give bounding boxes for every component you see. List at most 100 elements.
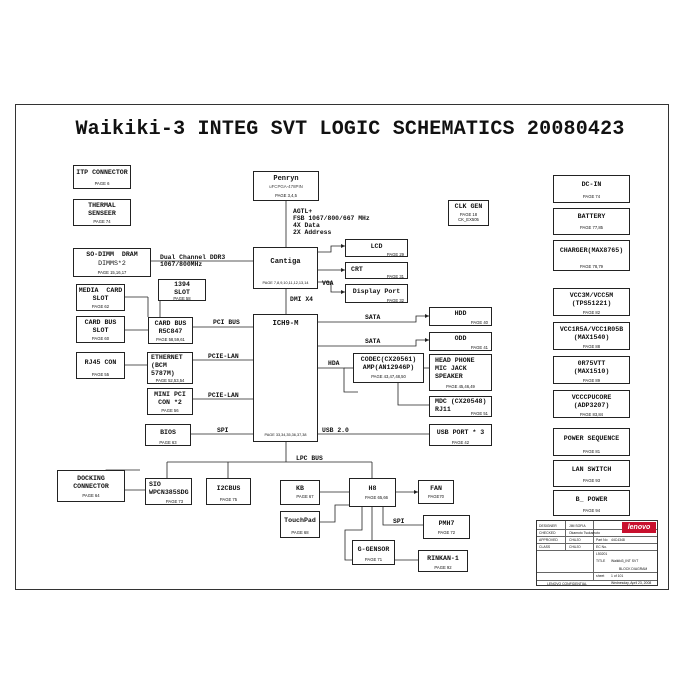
ethernet-page: PAGE 52,53,54 (155, 378, 185, 383)
rinkan-block: RINKAN-1 PAGE 92 (418, 550, 468, 572)
penryn-label: Penryn (273, 175, 299, 183)
tb-approved-value: CHUJO (569, 538, 581, 542)
cardbus-controller-block: CARD BUS R5C847 PAGE 58,59,61 (148, 317, 193, 344)
tb-partno-value: 44C4348 (611, 538, 625, 542)
cardbus-label: CARD BUS R5C847 (154, 320, 187, 335)
wire-mdc (397, 383, 429, 406)
crt-label: CRT (351, 266, 363, 273)
fan-label: FAN (430, 485, 442, 492)
pmh7-block: PMH7 PAGE 72 (423, 515, 470, 539)
dcin-label: DC-IN (581, 181, 602, 188)
pmh7-page: PAGE 72 (437, 530, 456, 535)
usb-page: PAGE 42 (451, 440, 470, 445)
vtt-block: 0R75VTT (MAX1510) PAGE 89 (553, 356, 630, 384)
battery-page: PAGE 77,85 (580, 225, 603, 230)
tb-title-value: Waikiki3_INT SVT (611, 559, 639, 563)
docking-page: PAGE 64 (82, 493, 100, 498)
odd-block: ODD PAGE 41 (429, 332, 492, 351)
sodimm-sub: DIMMS*2 (98, 260, 126, 267)
vtt-label: 0R75VTT (MAX1510) (573, 360, 610, 375)
headphone-label: HEAD PHONE MIC JACK SPEAKER (435, 357, 475, 380)
tb-checked-value: Okamoto Tsukamoto (569, 531, 601, 535)
vcccpu-label: VCCCPUCORE (ADP3207) (571, 394, 612, 409)
vcc1r5-block: VCC1R5A/VCC1R05B (MAX1540) PAGE 88 (553, 322, 630, 350)
clk-label: CLK GEN (454, 203, 483, 210)
vcc3m-page: PAGE 82 (582, 310, 601, 315)
ethernet-label: ETHERNET (BCM 5787M) (151, 354, 183, 377)
touchpad-label: TouchPad (284, 517, 316, 524)
i2cbus-label: I2CBUS (216, 485, 241, 492)
wire-odd (318, 339, 429, 347)
kb-page: PAGE 67 (296, 494, 314, 499)
hdd-label: HDD (454, 310, 467, 317)
page-title: Waikiki-3 INTEG SVT LOGIC SCHEMATICS 200… (75, 118, 625, 141)
pci-bus-label: PCI BUS (213, 319, 240, 326)
lcd-block: LCD PAGE 29 (345, 239, 408, 257)
penryn-sub: uFCPGA-478PIN (269, 184, 303, 189)
wire-dp (318, 281, 345, 293)
tb-sheet-value: 1 of 101 (611, 574, 624, 578)
kb-block: KB PAGE 67 (280, 480, 320, 505)
sata-hdd-label: SATA (365, 314, 381, 321)
tb-checked: CHECKED (539, 531, 556, 535)
headphone-page: PAGE 45,46,49 (446, 384, 475, 389)
sio-block: SIO WPCN385SDG PAGE 73 (145, 478, 192, 505)
lcd-page: PAGE 29 (386, 252, 404, 257)
lan-switch-block: LAN SWITCH PAGE 93 (553, 460, 630, 487)
minipci-page: PAGE 56 (161, 408, 179, 413)
sio-label: SIO WPCN385SDG (149, 481, 189, 496)
wire-tp (320, 504, 349, 523)
rj45-page: PAGE 55 (91, 372, 110, 377)
sata-odd-label: SATA (365, 338, 381, 345)
itp-connector-block: ITP CONNECTOR PAGE 6 (73, 165, 131, 189)
b-power-block: B_ POWER PAGE 94 (553, 490, 630, 516)
ich9m-block: ICH9-M PAGE 33,34,35,36,37,38 (253, 314, 318, 442)
ddr-label: Dual Channel DDR3 1067/800MHz (160, 254, 226, 268)
sodimm-page: PAGE 15,16,17 (97, 270, 127, 275)
drawing-frame (15, 104, 669, 590)
touchpad-block: TouchPad PAGE 68 (280, 511, 320, 538)
rj45-block: RJ45 CON PAGE 55 (76, 352, 125, 379)
codec-block: CODEC(CX20561) AMP(AN12946P) PAGE 43,47,… (353, 353, 424, 383)
mdc-label: MDC (CX20548) RJ11 (435, 398, 487, 413)
media-label: MEDIA CARD SLOT (78, 287, 123, 302)
spi-bios-label: SPI (217, 427, 229, 434)
fsb-label: AGTL+ FSB 1067/800/667 MHz 4X Data 2X Ad… (293, 208, 370, 236)
wire-hda (318, 367, 358, 393)
fan-page: PAGE70 (428, 494, 444, 499)
power-sequence-block: POWER SEQUENCE PAGE 81 (553, 428, 630, 456)
bios-page: PAGE 63 (159, 440, 177, 445)
mini-pci-block: MINI PCI CON *2 PAGE 56 (147, 388, 193, 415)
tb-partno: Part No (596, 538, 608, 542)
arrow-odd (425, 338, 429, 342)
tb-approved: APPROVED (539, 538, 558, 542)
charger-page: PAGE 78,79 (580, 264, 603, 269)
vcc3m-label: VCC3M/VCC5M (TPS51221) (569, 292, 614, 307)
tb-ecno-value: L50201 (596, 552, 608, 556)
arrow-fan (414, 490, 418, 494)
rj45-label: RJ45 CON (84, 359, 117, 366)
codec-label: CODEC(CX20561) AMP(AN12946P) (360, 356, 417, 371)
tb-confidential: LENOVO CONFIDENTIAL (547, 582, 587, 586)
arrow-crt (341, 268, 345, 272)
hdd-page: PAGE 40 (470, 320, 488, 325)
pmh7-label: PMH7 (438, 520, 455, 527)
gsensor-page: PAGE 71 (364, 557, 383, 562)
display-port-block: Display Port PAGE 32 (345, 284, 408, 303)
crt-page: PAGE 31 (386, 274, 404, 279)
ich9-label: ICH9-M (272, 320, 299, 328)
i2cbus-page: PAGE 75 (219, 497, 238, 502)
charger-label: CHARGER(MAX8765) (559, 247, 624, 254)
arrow-dp (341, 290, 345, 294)
touchpad-page: PAGE 68 (291, 530, 309, 535)
slot-1394-block: 1394 SLOT PAGE 58 (158, 279, 206, 301)
hdd-block: HDD PAGE 40 (429, 307, 492, 326)
spi-pmh7-label: SPI (393, 518, 405, 525)
h8-page: PAGE 65,66 (365, 495, 388, 500)
dcin-block: DC-IN PAGE 74 (553, 175, 630, 203)
bpower-label: B_ POWER (575, 496, 608, 503)
thermal-page: PAGE 74 (93, 219, 111, 224)
vga-label: VGA (322, 280, 334, 287)
clk-sub: CK_EX505 (458, 217, 479, 222)
sio-page: PAGE 73 (165, 499, 184, 504)
